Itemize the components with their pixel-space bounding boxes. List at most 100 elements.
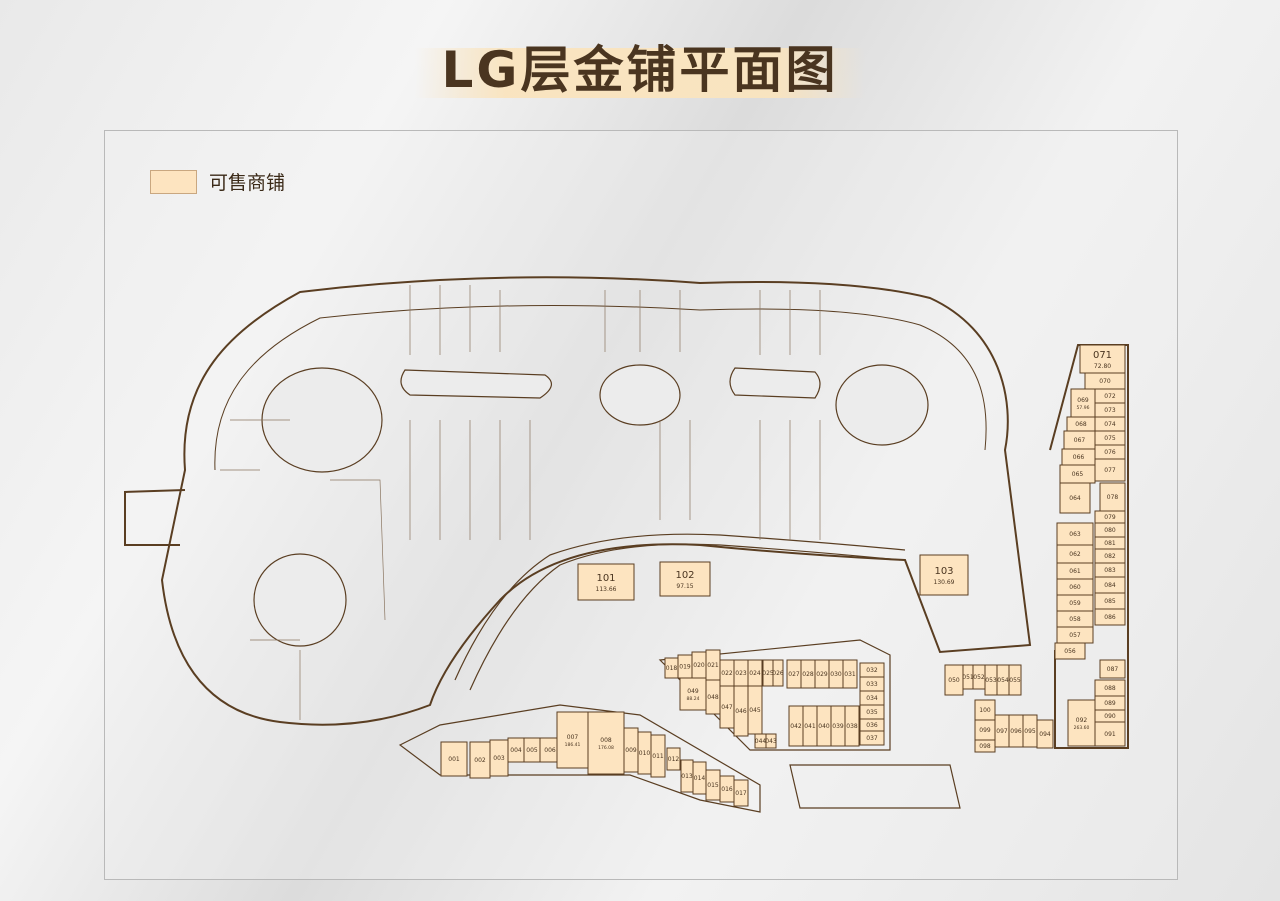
shop-079[interactable]: 079	[1094, 510, 1126, 524]
shop-038[interactable]: 038	[844, 705, 860, 747]
shop-066[interactable]: 066	[1061, 448, 1096, 466]
shop-091[interactable]: 091	[1094, 721, 1126, 747]
shop-026[interactable]: 026	[772, 659, 784, 687]
shop-039[interactable]: 039	[830, 705, 846, 747]
shop-067[interactable]: 067	[1063, 430, 1096, 450]
shop-084[interactable]: 084	[1094, 576, 1126, 594]
shop-022[interactable]: 022	[719, 659, 735, 687]
shop-097[interactable]: 097	[994, 714, 1010, 748]
shop-051[interactable]: 051	[962, 664, 974, 690]
shop-070[interactable]: 070	[1084, 372, 1126, 390]
shop-056[interactable]: 056	[1054, 642, 1086, 660]
shop-044[interactable]: 044	[754, 733, 767, 749]
shop-054[interactable]: 054	[996, 664, 1010, 696]
shop-072[interactable]: 072	[1094, 388, 1126, 404]
shop-042[interactable]: 042	[788, 705, 804, 747]
shop-098[interactable]: 098	[974, 739, 996, 753]
shop-002[interactable]: 002	[469, 741, 491, 779]
shop-061[interactable]: 061	[1056, 562, 1094, 580]
shop-059[interactable]: 059	[1056, 594, 1094, 612]
shop-009[interactable]: 009	[623, 727, 639, 773]
shop-014[interactable]: 014	[692, 761, 707, 795]
shop-048[interactable]: 048	[705, 679, 721, 715]
shop-073[interactable]: 073	[1094, 402, 1126, 418]
shop-083[interactable]: 083	[1094, 562, 1126, 578]
shop-013[interactable]: 013	[680, 759, 694, 793]
shop-020[interactable]: 020	[691, 651, 707, 679]
shop-004[interactable]: 004	[507, 737, 525, 763]
shop-037[interactable]: 037	[859, 730, 885, 746]
shop-099[interactable]: 099	[974, 719, 996, 741]
shop-081[interactable]: 081	[1094, 536, 1126, 550]
shop-063[interactable]: 063	[1056, 522, 1094, 546]
shop-017[interactable]: 017	[733, 779, 749, 807]
shop-011[interactable]: 011	[650, 734, 666, 778]
shop-096[interactable]: 096	[1008, 714, 1024, 748]
shop-046[interactable]: 046	[733, 685, 749, 737]
shop-065[interactable]: 065	[1059, 464, 1096, 484]
shop-023[interactable]: 023	[733, 659, 749, 687]
shop-057[interactable]: 057	[1056, 626, 1094, 644]
shop-029[interactable]: 029	[814, 659, 830, 689]
shop-031[interactable]: 031	[842, 659, 858, 689]
shop-001[interactable]: 001	[440, 741, 468, 777]
shop-015[interactable]: 015	[705, 769, 721, 801]
shop-094[interactable]: 094	[1036, 719, 1054, 749]
shop-043[interactable]: 043	[765, 733, 777, 749]
shop-076[interactable]: 076	[1094, 444, 1126, 460]
shop-060[interactable]: 060	[1056, 578, 1094, 596]
shop-018[interactable]: 018	[664, 657, 679, 679]
shop-064[interactable]: 064	[1059, 482, 1091, 514]
shop-040[interactable]: 040	[816, 705, 832, 747]
shop-090[interactable]: 090	[1094, 709, 1126, 723]
shop-033[interactable]: 033	[859, 676, 885, 692]
shop-077[interactable]: 077	[1094, 458, 1126, 482]
shop-087[interactable]: 087	[1099, 659, 1126, 679]
shop-016[interactable]: 016	[719, 775, 735, 803]
shop-095[interactable]: 095	[1022, 714, 1038, 748]
shop-024[interactable]: 024	[747, 659, 763, 687]
shop-045[interactable]: 045	[747, 685, 763, 735]
shop-050[interactable]: 050	[944, 664, 964, 696]
shop-068[interactable]: 068	[1066, 416, 1096, 432]
shop-074[interactable]: 074	[1094, 416, 1126, 432]
shop-027[interactable]: 027	[786, 659, 802, 689]
shop-100[interactable]: 100	[974, 699, 996, 721]
shop-085[interactable]: 085	[1094, 592, 1126, 610]
shop-078[interactable]: 078	[1099, 482, 1126, 512]
shop-035[interactable]: 035	[859, 704, 885, 720]
shop-034[interactable]: 034	[859, 690, 885, 706]
shop-080[interactable]: 080	[1094, 522, 1126, 538]
shop-053[interactable]: 053	[984, 664, 998, 696]
shop-032[interactable]: 032	[859, 662, 885, 678]
shop-012[interactable]: 012	[666, 747, 681, 771]
shop-028[interactable]: 028	[800, 659, 816, 689]
shop-021[interactable]: 021	[705, 649, 721, 681]
shop-041[interactable]: 041	[802, 705, 818, 747]
shop-047[interactable]: 047	[719, 685, 735, 729]
shop-082[interactable]: 082	[1094, 548, 1126, 564]
shop-075[interactable]: 075	[1094, 430, 1126, 446]
shop-058[interactable]: 058	[1056, 610, 1094, 628]
shop-010[interactable]: 010	[637, 731, 652, 775]
shop-055[interactable]: 055	[1008, 664, 1022, 696]
shop-062[interactable]: 062	[1056, 544, 1094, 564]
shop-088[interactable]: 088	[1094, 679, 1126, 697]
shop-086[interactable]: 086	[1094, 608, 1126, 626]
shop-005[interactable]: 005	[523, 737, 541, 763]
shop-030[interactable]: 030	[828, 659, 844, 689]
shop-019[interactable]: 019	[677, 654, 693, 679]
shop-036[interactable]: 036	[859, 718, 885, 732]
shop-003[interactable]: 003	[489, 739, 509, 777]
shop-089[interactable]: 089	[1094, 695, 1126, 711]
shop-052[interactable]: 052	[972, 664, 986, 690]
